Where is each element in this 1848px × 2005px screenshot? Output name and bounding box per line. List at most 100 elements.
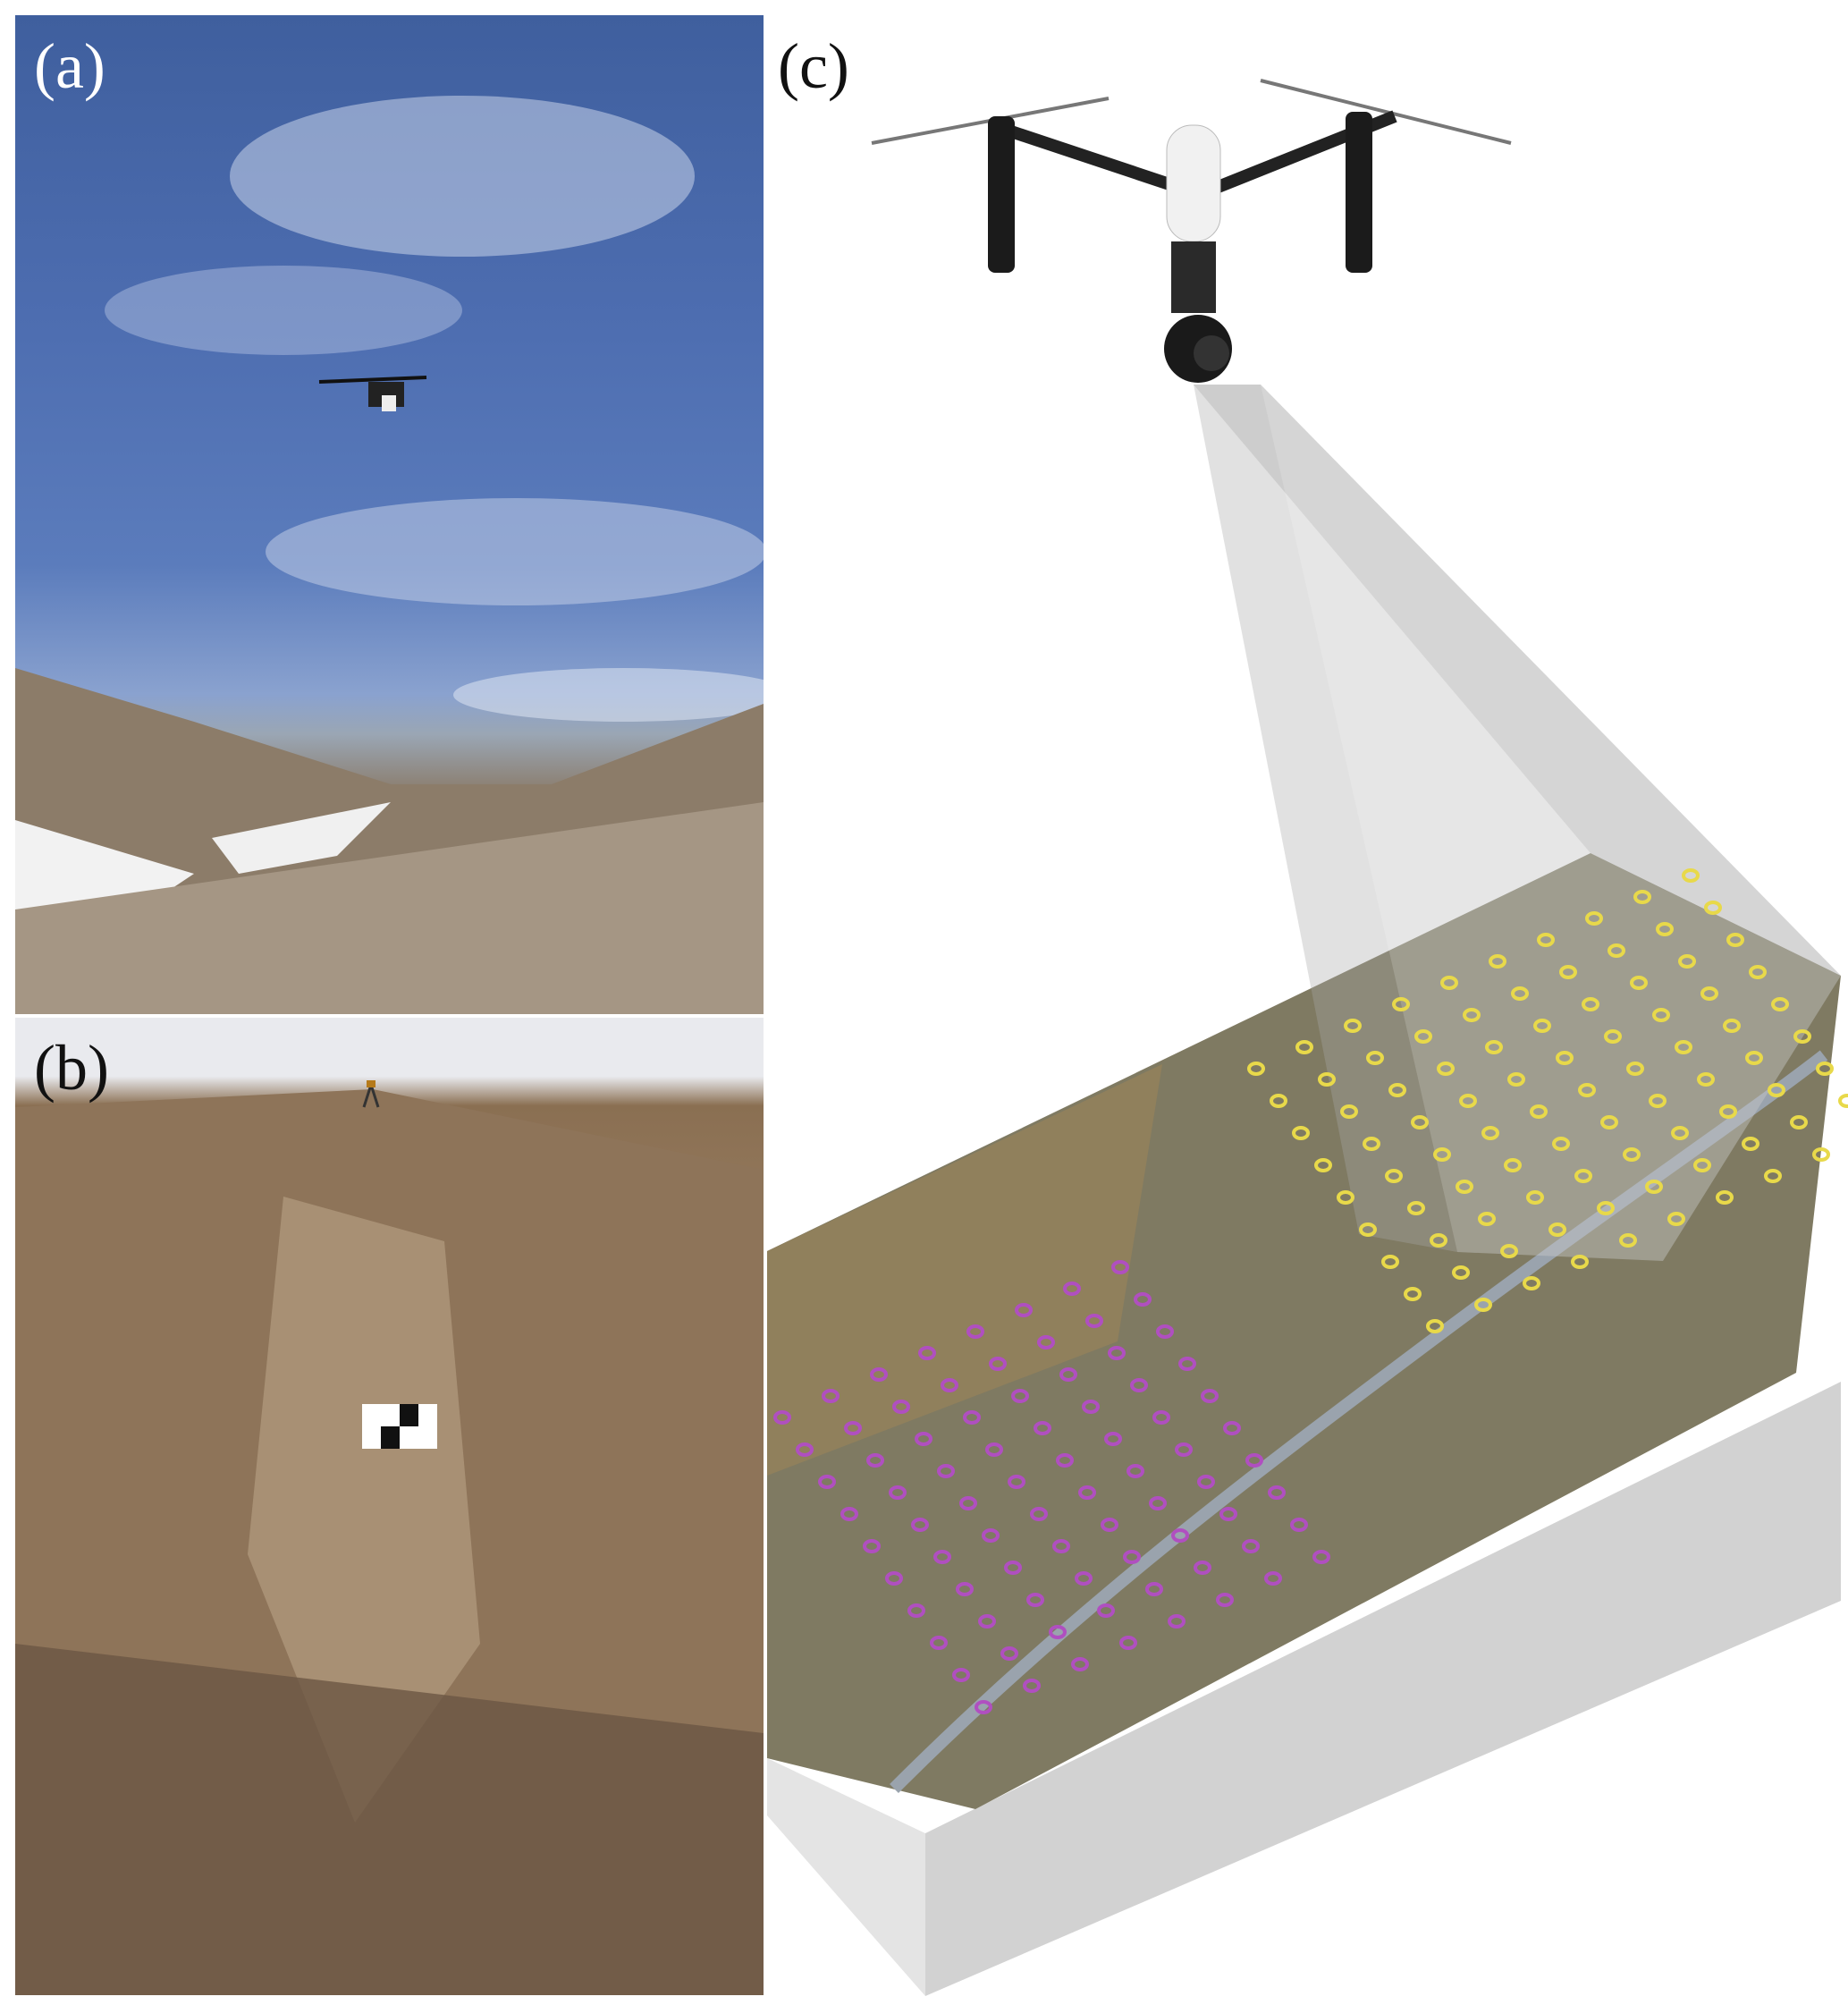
gcp-marker-magenta xyxy=(1156,1324,1174,1339)
gcp-marker-magenta xyxy=(966,1324,984,1339)
gcp-marker-magenta xyxy=(1082,1400,1100,1414)
gcp-marker-magenta xyxy=(1245,1453,1263,1468)
gcp-marker-magenta xyxy=(1078,1485,1096,1500)
gcp-marker-yellow xyxy=(1533,1019,1551,1033)
snow xyxy=(212,802,391,874)
gcp-marker-magenta xyxy=(1178,1357,1196,1371)
stream-channel xyxy=(890,1050,1828,1793)
gcp-marker-yellow xyxy=(1459,1094,1477,1108)
drone-icon xyxy=(871,79,1512,383)
cloud xyxy=(266,498,764,605)
gcp-marker-magenta xyxy=(1127,1464,1144,1478)
gcp-marker-yellow xyxy=(1292,1126,1310,1140)
gcp-marker-magenta xyxy=(1034,1421,1051,1435)
gcp-marker-yellow xyxy=(1523,1276,1540,1290)
gcp-marker-yellow xyxy=(1597,1201,1615,1215)
gcp-marker-yellow xyxy=(1764,1169,1782,1183)
gcp-marker-yellow xyxy=(1585,911,1603,926)
gcp-marker-magenta xyxy=(1171,1528,1189,1543)
gcp-marker-magenta xyxy=(1104,1432,1122,1446)
gcp-marker-yellow xyxy=(1816,1062,1834,1076)
gcp-marker-yellow xyxy=(1608,943,1625,958)
gcp-marker-magenta xyxy=(1152,1410,1170,1425)
gcp-marker-yellow xyxy=(1489,954,1506,969)
gcp-marker-magenta xyxy=(1101,1518,1118,1532)
gcp-marker-magenta xyxy=(907,1603,925,1618)
gcp-marker-yellow xyxy=(1768,1083,1785,1097)
gcp-marker-magenta xyxy=(989,1357,1007,1371)
gcp-marker-magenta xyxy=(933,1550,951,1564)
gcp-marker-magenta xyxy=(1011,1389,1029,1403)
gcp-marker-yellow xyxy=(1619,1233,1637,1248)
gcp-marker-magenta xyxy=(1219,1507,1237,1521)
gcp-marker-magenta xyxy=(818,1475,836,1489)
gcp-marker-yellow xyxy=(1838,1094,1848,1108)
gcp-marker-magenta xyxy=(1049,1625,1067,1639)
gcp-marker-yellow xyxy=(1582,997,1599,1011)
gcp-marker-yellow xyxy=(1318,1072,1336,1087)
gcp-marker-yellow xyxy=(1571,1255,1589,1269)
gcp-marker-yellow xyxy=(1478,1212,1496,1226)
gcp-marker-magenta xyxy=(963,1410,981,1425)
gcp-marker-magenta xyxy=(1063,1282,1081,1296)
gcp-marker-magenta xyxy=(956,1582,974,1596)
gcp-marker-yellow xyxy=(1340,1104,1358,1119)
gcp-marker-magenta xyxy=(892,1400,910,1414)
gcp-marker-yellow xyxy=(1437,1062,1455,1076)
gcp-marker-magenta xyxy=(1223,1421,1241,1435)
terrain-brown-area xyxy=(767,1064,1162,1476)
gcp-marker-magenta xyxy=(1123,1550,1141,1564)
gcp-marker-yellow xyxy=(1574,1169,1592,1183)
gcp-marker-magenta xyxy=(1075,1571,1093,1586)
gcp-marker-magenta xyxy=(1268,1485,1286,1500)
gcp-marker-magenta xyxy=(915,1432,932,1446)
gcp-marker-yellow xyxy=(1652,1008,1670,1022)
gcp-marker-yellow xyxy=(1526,1190,1544,1205)
gcp-marker-magenta xyxy=(952,1668,970,1682)
gcp-marker-magenta xyxy=(1134,1292,1152,1307)
gcp-marker-yellow xyxy=(1723,1019,1741,1033)
gcp-marker-magenta xyxy=(1071,1657,1089,1671)
gcp-marker-magenta xyxy=(1168,1614,1186,1629)
gcp-marker-yellow xyxy=(1552,1137,1570,1151)
gcp-marker-magenta xyxy=(975,1700,992,1714)
gcp-marker-magenta xyxy=(1130,1378,1148,1392)
gcp-marker-magenta xyxy=(1059,1367,1077,1382)
gcp-marker-yellow xyxy=(1726,933,1744,947)
gcp-marker-yellow xyxy=(1645,1180,1663,1194)
panel-a-drone-flight-photo xyxy=(15,15,764,1014)
gcp-marker-yellow xyxy=(1481,1126,1499,1140)
gcp-marker-magenta xyxy=(796,1442,814,1457)
gcp-marker-yellow xyxy=(1452,1265,1470,1280)
gcp-marker-magenta xyxy=(918,1346,936,1360)
gcp-marker-yellow xyxy=(1693,1158,1711,1172)
gcp-marker-magenta xyxy=(866,1453,884,1468)
gcp-marker-yellow xyxy=(1771,997,1789,1011)
gcp-marker-yellow xyxy=(1337,1190,1354,1205)
gcp-marker-magenta xyxy=(1149,1496,1167,1510)
gcp-marker-magenta xyxy=(1108,1346,1126,1360)
panel-b-label: (b) xyxy=(34,1032,109,1104)
gcp-marker-yellow xyxy=(1675,1040,1692,1054)
gcp-marker-yellow xyxy=(1485,1040,1503,1054)
gcp-marker-yellow xyxy=(1633,890,1651,904)
gcp-marker-magenta xyxy=(840,1507,858,1521)
gcp-marker-yellow xyxy=(1385,1169,1403,1183)
gcp-marker-yellow xyxy=(1749,965,1767,979)
gcp-marker-magenta xyxy=(1119,1636,1137,1650)
gcp-marker-magenta xyxy=(959,1496,977,1510)
gcp-marker-magenta xyxy=(1312,1550,1330,1564)
gcp-marker-yellow xyxy=(1407,1201,1425,1215)
panel-b-ground-control-point-photo xyxy=(15,1018,764,1995)
gcp-marker-yellow xyxy=(1344,1019,1362,1033)
gcp-marker-magenta xyxy=(889,1485,907,1500)
gcp-marker-magenta xyxy=(1037,1335,1055,1349)
gcp-marker-yellow xyxy=(1314,1158,1332,1172)
gcp-marker-yellow xyxy=(1671,1126,1689,1140)
gcp-marker-yellow xyxy=(1697,1072,1715,1087)
gcp-marker-magenta xyxy=(1085,1314,1103,1328)
gcp-marker-magenta xyxy=(1216,1593,1234,1607)
gcp-marker-yellow xyxy=(1295,1040,1313,1054)
gcp-marker-yellow xyxy=(1682,868,1700,883)
